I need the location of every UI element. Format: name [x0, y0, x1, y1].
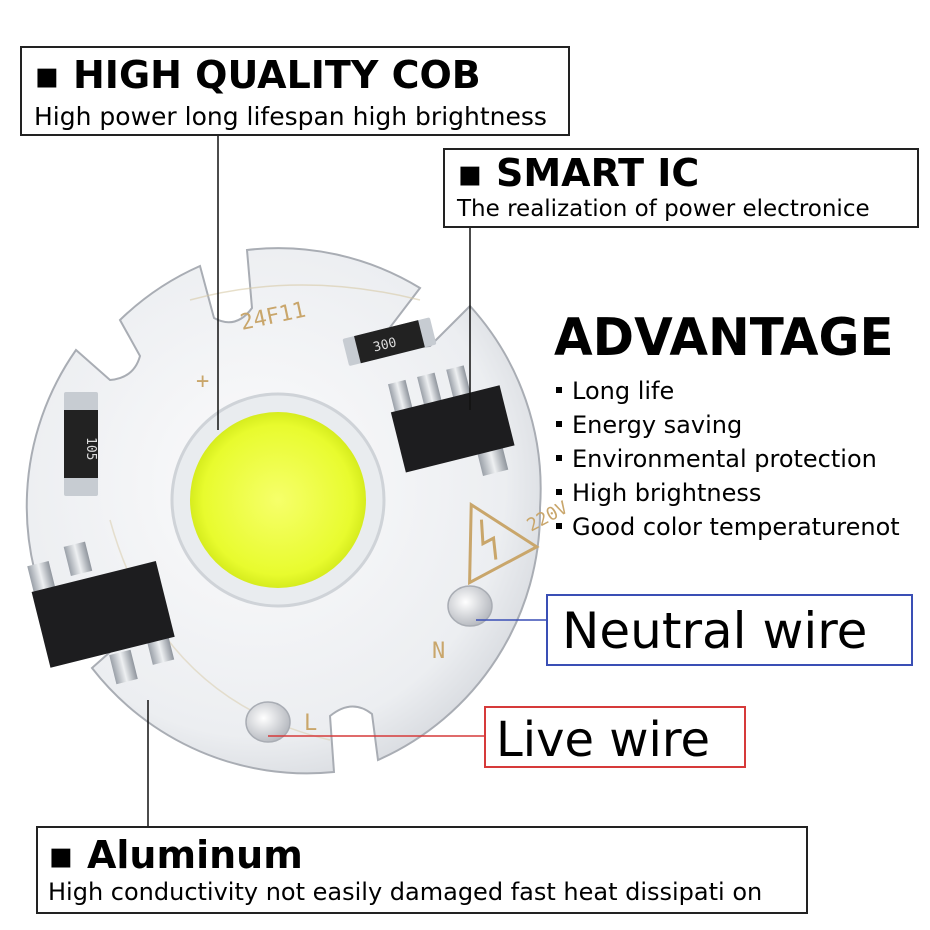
- bullet-icon: [556, 421, 562, 427]
- advantage-item-text: Energy saving: [572, 411, 743, 439]
- resistor-left: 105: [64, 392, 98, 496]
- aluminum-callout-subtitle: High conductivity not easily damaged fas…: [48, 878, 763, 906]
- cob-title-text: HIGH QUALITY COB: [73, 53, 481, 97]
- cob-callout-title: ▪ HIGH QUALITY COB: [34, 56, 481, 94]
- cob-led-disc: [190, 412, 366, 588]
- advantage-item-text: Environmental protection: [572, 445, 877, 473]
- smart-ic-callout-subtitle: The realization of power electronice: [457, 196, 870, 222]
- cob-callout: ▪ HIGH QUALITY COB High power long lifes…: [20, 46, 570, 136]
- smart-ic-chip: [387, 365, 515, 476]
- advantage-item: Energy saving: [554, 408, 924, 442]
- bullet-icon: ▪: [48, 833, 74, 877]
- resistor-top: 300: [342, 317, 437, 366]
- neutral-wire-label: Neutral wire: [546, 594, 913, 666]
- cob-callout-subtitle: High power long lifespan high brightness: [34, 102, 547, 131]
- live-solder-pad: [245, 701, 291, 743]
- live-wire-label: Live wire: [484, 706, 746, 768]
- bullet-icon: [556, 455, 562, 461]
- resistor-left-label: 105: [83, 437, 98, 460]
- left-ic-chip: [27, 541, 175, 685]
- plus-marking: +: [196, 369, 209, 394]
- bullet-icon: [556, 489, 562, 495]
- bullet-icon: ▪: [34, 53, 60, 97]
- advantage-item: High brightness: [554, 476, 924, 510]
- live-wire-text: Live wire: [496, 712, 711, 768]
- aluminum-callout-title: ▪ Aluminum: [48, 836, 303, 874]
- pad-n-marking: N: [432, 639, 445, 664]
- aluminum-callout: ▪ Aluminum High conductivity not easily …: [36, 826, 808, 914]
- neutral-wire-text: Neutral wire: [562, 602, 868, 660]
- smart-ic-callout: ▪ SMART IC The realization of power elec…: [443, 148, 919, 228]
- advantage-item: Long life: [554, 374, 924, 408]
- advantage-title: ADVANTAGE: [554, 308, 894, 368]
- advantage-item-text: Good color temperaturenot: [572, 513, 900, 541]
- bullet-icon: [556, 387, 562, 393]
- advantage-item-text: Long life: [572, 377, 675, 405]
- resistor-top-label: 300: [372, 335, 398, 355]
- neutral-solder-pad: [447, 585, 493, 627]
- advantage-item-text: High brightness: [572, 479, 762, 507]
- advantage-item: Good color temperaturenot: [554, 510, 924, 544]
- bullet-icon: ▪: [457, 151, 483, 195]
- bullet-icon: [556, 523, 562, 529]
- smart-ic-callout-title: ▪ SMART IC: [457, 154, 699, 192]
- aluminum-title-text: Aluminum: [87, 833, 303, 877]
- pad-l-marking: L: [304, 711, 317, 736]
- smart-ic-title-text: SMART IC: [496, 151, 700, 195]
- advantage-item: Environmental protection: [554, 442, 924, 476]
